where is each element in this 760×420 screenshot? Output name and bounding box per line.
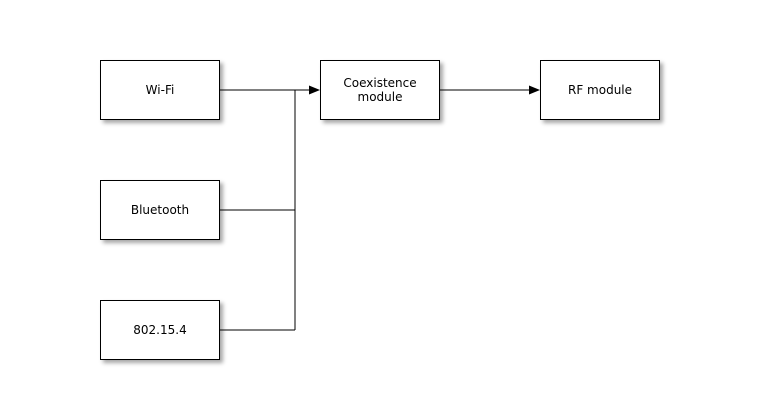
node-bluetooth: Bluetooth: [100, 180, 220, 240]
node-rf-module-label: RF module: [567, 82, 633, 97]
arrowhead-rf-icon: [529, 85, 540, 95]
node-802-15-4: 802.15.4: [100, 300, 220, 360]
node-802-15-4-label: 802.15.4: [133, 322, 187, 337]
node-wifi: Wi-Fi: [100, 60, 220, 120]
node-coexistence-module: Coexistence module: [320, 60, 440, 120]
arrowhead-coexistence-icon: [309, 85, 320, 95]
node-wifi-label: Wi-Fi: [145, 82, 175, 97]
node-bluetooth-label: Bluetooth: [130, 202, 190, 217]
node-coexistence-module-label: Coexistence module: [343, 75, 417, 104]
node-rf-module: RF module: [540, 60, 660, 120]
